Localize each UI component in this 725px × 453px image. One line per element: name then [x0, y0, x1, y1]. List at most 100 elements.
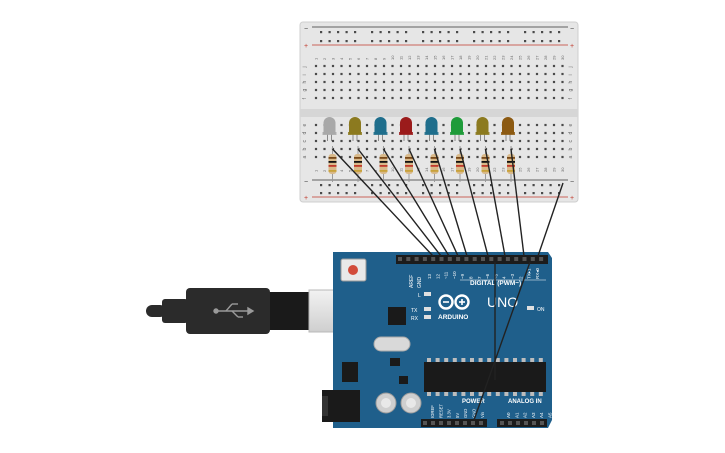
header-pin[interactable] [406, 257, 411, 261]
breadboard-hole [331, 64, 335, 68]
breadboard-hole [425, 139, 428, 143]
resistor[interactable] [379, 146, 388, 182]
header-pin[interactable] [530, 257, 535, 261]
header-pin[interactable] [505, 257, 510, 261]
breadboard-hole [501, 80, 505, 84]
led-rim [322, 132, 337, 135]
green-led[interactable] [450, 117, 464, 141]
rail-hole [379, 184, 382, 187]
rail-hole [473, 40, 476, 43]
olive-led-2[interactable] [475, 117, 490, 141]
reset-button-cap[interactable] [348, 265, 358, 275]
rail-hole [405, 40, 408, 43]
row-letter-left: a [302, 156, 308, 159]
header-pin[interactable] [472, 257, 477, 261]
resistor-band [456, 161, 464, 163]
white-led[interactable] [322, 117, 337, 141]
header-pin[interactable] [398, 257, 402, 261]
header-pin[interactable] [479, 421, 483, 425]
breadboard-hole [476, 80, 479, 84]
rail-hole [396, 192, 399, 195]
header-pin[interactable] [500, 421, 504, 425]
breadboard[interactable]: − + − + − + − + 112233445566778899101011… [299, 21, 579, 203]
blue-led-1[interactable] [373, 117, 388, 141]
resistor[interactable] [456, 146, 464, 182]
header-pin[interactable] [464, 257, 469, 261]
breadboard-hole [416, 155, 420, 159]
jumper-wire[interactable] [408, 148, 459, 257]
header-pin[interactable] [497, 257, 502, 261]
row-letter-left: h [302, 81, 308, 84]
header-pin[interactable] [522, 257, 527, 261]
breadboard-hole [552, 123, 556, 127]
column-number-bottom: 16 [441, 167, 446, 172]
breadboard-hole [544, 147, 547, 151]
red-led[interactable] [399, 117, 413, 141]
header-pin[interactable] [489, 257, 494, 261]
header-pin[interactable] [431, 257, 436, 261]
resistor-band [481, 165, 490, 167]
jumper-wires[interactable] [331, 148, 564, 421]
header-pin[interactable] [532, 421, 536, 425]
resistor-band [379, 170, 388, 172]
header-pin[interactable] [539, 257, 544, 261]
resistor[interactable] [328, 146, 337, 182]
breadboard-hole [450, 139, 454, 143]
jumper-wire[interactable] [382, 148, 450, 257]
resistor-band [507, 165, 515, 167]
digital-pin-label: 12 [435, 273, 440, 279]
header-pin[interactable] [423, 421, 427, 425]
header-pin[interactable] [414, 257, 419, 261]
jumper-wire[interactable] [331, 148, 434, 257]
rail-hole [320, 31, 323, 34]
header-pin[interactable] [455, 421, 459, 425]
resistor-group[interactable] [328, 146, 516, 182]
ground-return-wire[interactable] [473, 261, 531, 421]
header-pin[interactable] [514, 257, 519, 261]
terminal-strip [314, 64, 564, 159]
header-pin[interactable] [439, 257, 444, 261]
header-pin[interactable] [471, 421, 475, 425]
resistor[interactable] [430, 146, 439, 182]
header-pin[interactable] [540, 421, 544, 425]
jumper-wire[interactable] [484, 148, 506, 257]
jumper-wire[interactable] [459, 148, 489, 257]
header-pin[interactable] [456, 257, 461, 261]
breadboard-hole [535, 131, 539, 135]
brown-led[interactable] [501, 117, 515, 141]
usb-plug-collar [270, 292, 310, 330]
header-pin[interactable] [422, 257, 427, 261]
header-pin[interactable] [481, 257, 485, 261]
header-pin[interactable] [447, 257, 452, 261]
header-pin[interactable] [431, 421, 435, 425]
header-pin[interactable] [439, 421, 443, 425]
ground-wire[interactable] [537, 182, 564, 257]
usb-cable[interactable] [146, 288, 340, 334]
led-body [451, 117, 463, 134]
resistor-band [354, 165, 362, 167]
dc-power-jack[interactable] [322, 390, 360, 422]
breadboard-hole [433, 80, 437, 84]
header-pin[interactable] [447, 421, 451, 425]
header-pin[interactable] [524, 421, 528, 425]
jumper-wire[interactable] [433, 148, 468, 257]
header-pin[interactable] [516, 421, 520, 425]
header-pin[interactable] [508, 421, 512, 425]
led-rim [450, 132, 464, 135]
chip-pin [427, 358, 431, 362]
blue-led-2[interactable] [424, 117, 439, 141]
rail-hole [498, 31, 501, 34]
jumper-wire[interactable] [510, 148, 525, 257]
led-group[interactable] [322, 117, 516, 141]
jumper-wire[interactable] [357, 148, 442, 257]
breadboard-hole [382, 80, 386, 84]
chip-pin [487, 392, 492, 396]
resistor[interactable] [405, 146, 413, 182]
analog-pin-label: A5 [548, 412, 553, 418]
rail-hole [481, 31, 484, 34]
row-letter-left: c [302, 140, 308, 143]
row-letter-left: i [302, 74, 308, 75]
olive-led-1[interactable] [348, 117, 362, 141]
header-pin[interactable] [463, 421, 467, 425]
